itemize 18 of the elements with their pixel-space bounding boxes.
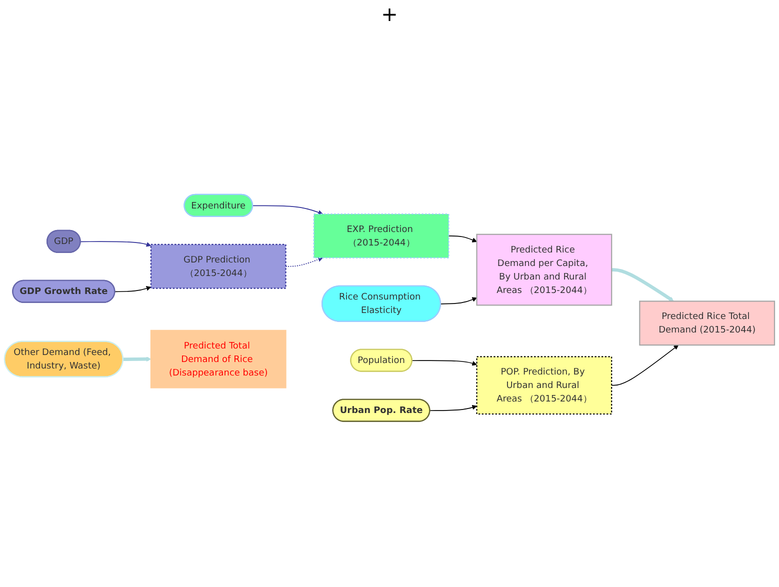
arrow: [612, 268, 674, 302]
arrow: [611, 344, 679, 386]
node-box: Predicted Rice Total Demand (2015-2044): [639, 300, 776, 346]
arrow: [123, 356, 152, 362]
arrow: [252, 204, 323, 214]
arrow: [80, 240, 152, 246]
arrow: [448, 235, 477, 242]
arrow: [412, 360, 477, 366]
node-box: Predicted Total Demand of Rice (Disappearance base): [150, 329, 286, 388]
node-box: GDP Prediction （2015-2044）: [150, 244, 286, 288]
node-box: EXP. Prediction （2015-2044）: [313, 213, 450, 258]
arrow: [285, 256, 323, 266]
arrow: [114, 286, 152, 292]
plus-sign: +: [381, 2, 398, 26]
node-box: POP. Prediction, By Urban and Rural Areas （2015-2044）: [476, 356, 612, 414]
node-box: Predicted Rice Demand per Capita, By Urban and Rural Areas （2015-2044）: [476, 233, 612, 306]
arrow: [430, 404, 477, 411]
arrow: [440, 296, 477, 304]
